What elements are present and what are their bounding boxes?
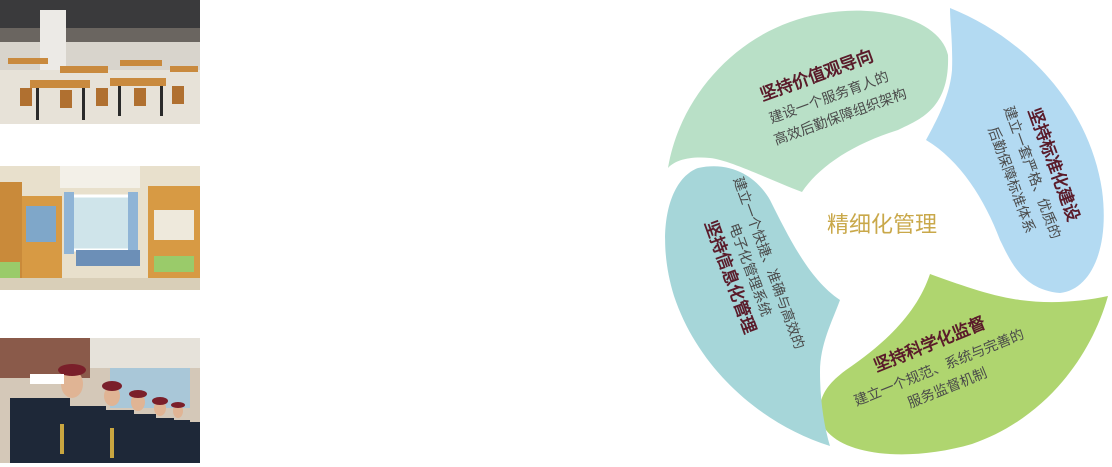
refined-management-diagram: 精细化管理 坚持价值观导向 建设一个服务育人的 高效后勤保障组织架构 坚持标准化… bbox=[650, 0, 1112, 463]
petal-value bbox=[668, 10, 949, 192]
petal-standard bbox=[926, 8, 1104, 293]
center-label: 精细化管理 bbox=[827, 213, 937, 238]
petal-science bbox=[820, 274, 1108, 455]
dormitory-photo bbox=[0, 166, 200, 290]
petal-info bbox=[665, 166, 840, 446]
canteen-photo bbox=[0, 0, 200, 124]
security-guards-photo bbox=[0, 338, 200, 463]
